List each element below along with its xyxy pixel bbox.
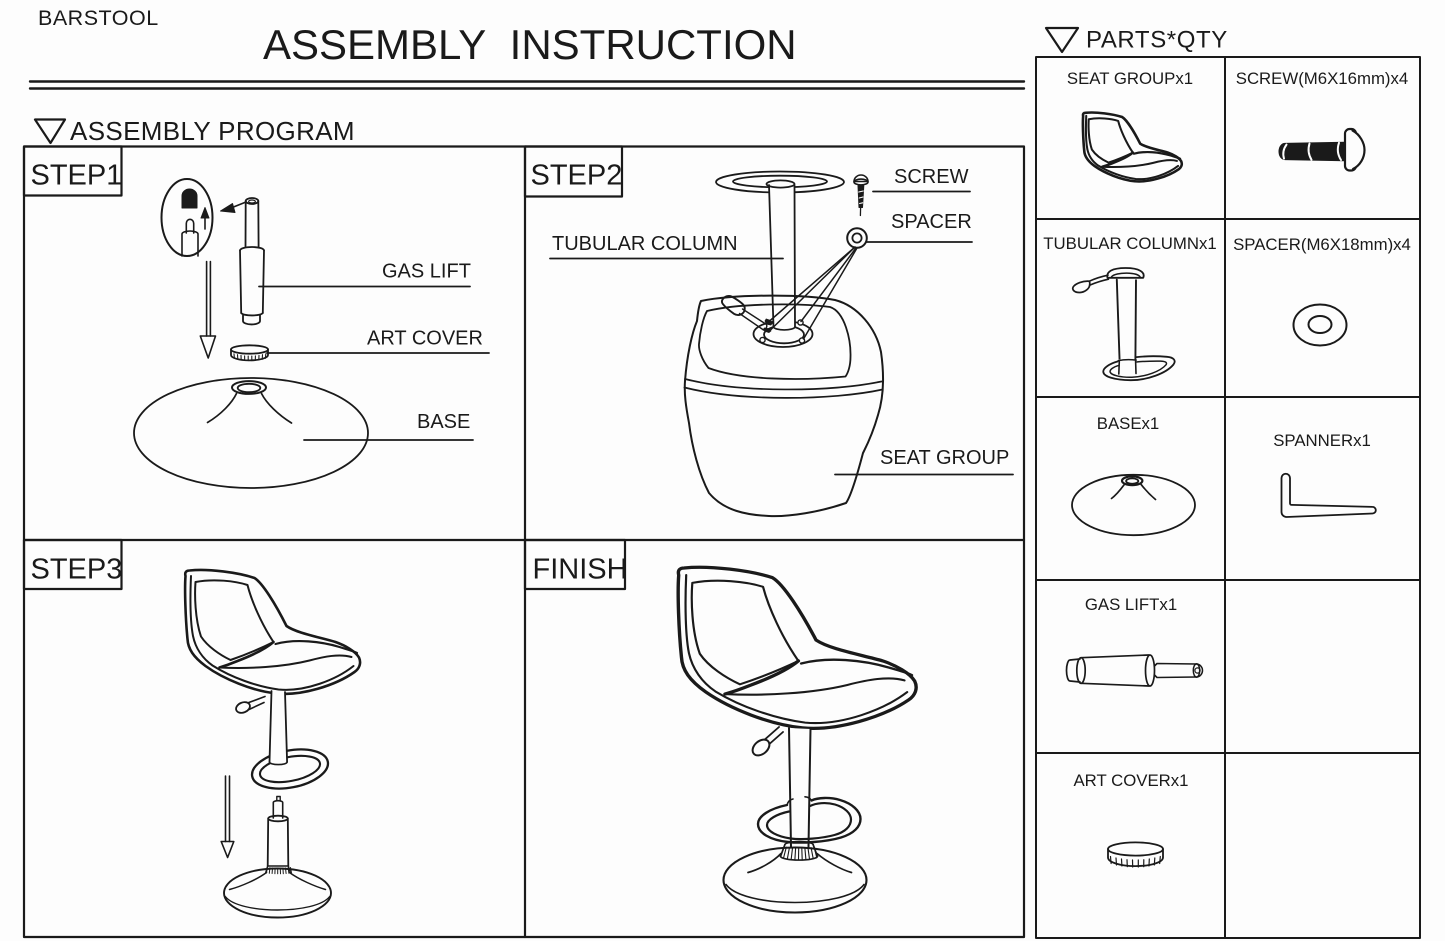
svg-text:BASE: BASE (417, 411, 470, 433)
svg-text:GAS LIFT: GAS LIFT (382, 261, 471, 283)
svg-text:STEP2: STEP2 (531, 160, 623, 192)
svg-text:SCREW(M6X16mm)x4: SCREW(M6X16mm)x4 (1236, 69, 1409, 88)
svg-text:STEP1: STEP1 (31, 160, 123, 192)
svg-text:SPANNERx1: SPANNERx1 (1273, 431, 1371, 450)
svg-text:SCREW: SCREW (894, 166, 969, 188)
svg-text:ASSEMBLY PROGRAM: ASSEMBLY PROGRAM (70, 116, 355, 146)
svg-text:TUBULAR COLUMNx1: TUBULAR COLUMNx1 (1043, 234, 1216, 253)
svg-text:ART COVER: ART COVER (367, 328, 483, 350)
svg-text:PARTS*QTY: PARTS*QTY (1086, 27, 1228, 54)
svg-text:TUBULAR COLUMN: TUBULAR COLUMN (552, 233, 738, 255)
svg-text:ASSEMBLY INSTRUCTION: ASSEMBLY INSTRUCTION (263, 21, 797, 68)
svg-text:GAS LIFTx1: GAS LIFTx1 (1085, 595, 1177, 614)
svg-text:SPACER(M6X18mm)x4: SPACER(M6X18mm)x4 (1233, 235, 1411, 254)
svg-text:BARSTOOL: BARSTOOL (38, 6, 159, 30)
svg-text:BASEx1: BASEx1 (1097, 414, 1160, 433)
svg-text:SPACER: SPACER (891, 211, 972, 233)
svg-text:FINISH: FINISH (533, 554, 628, 586)
svg-text:SEAT GROUPx1: SEAT GROUPx1 (1067, 69, 1193, 88)
svg-text:ART COVERx1: ART COVERx1 (1073, 771, 1188, 790)
svg-text:STEP3: STEP3 (31, 554, 123, 586)
svg-text:SEAT GROUP: SEAT GROUP (880, 447, 1009, 469)
